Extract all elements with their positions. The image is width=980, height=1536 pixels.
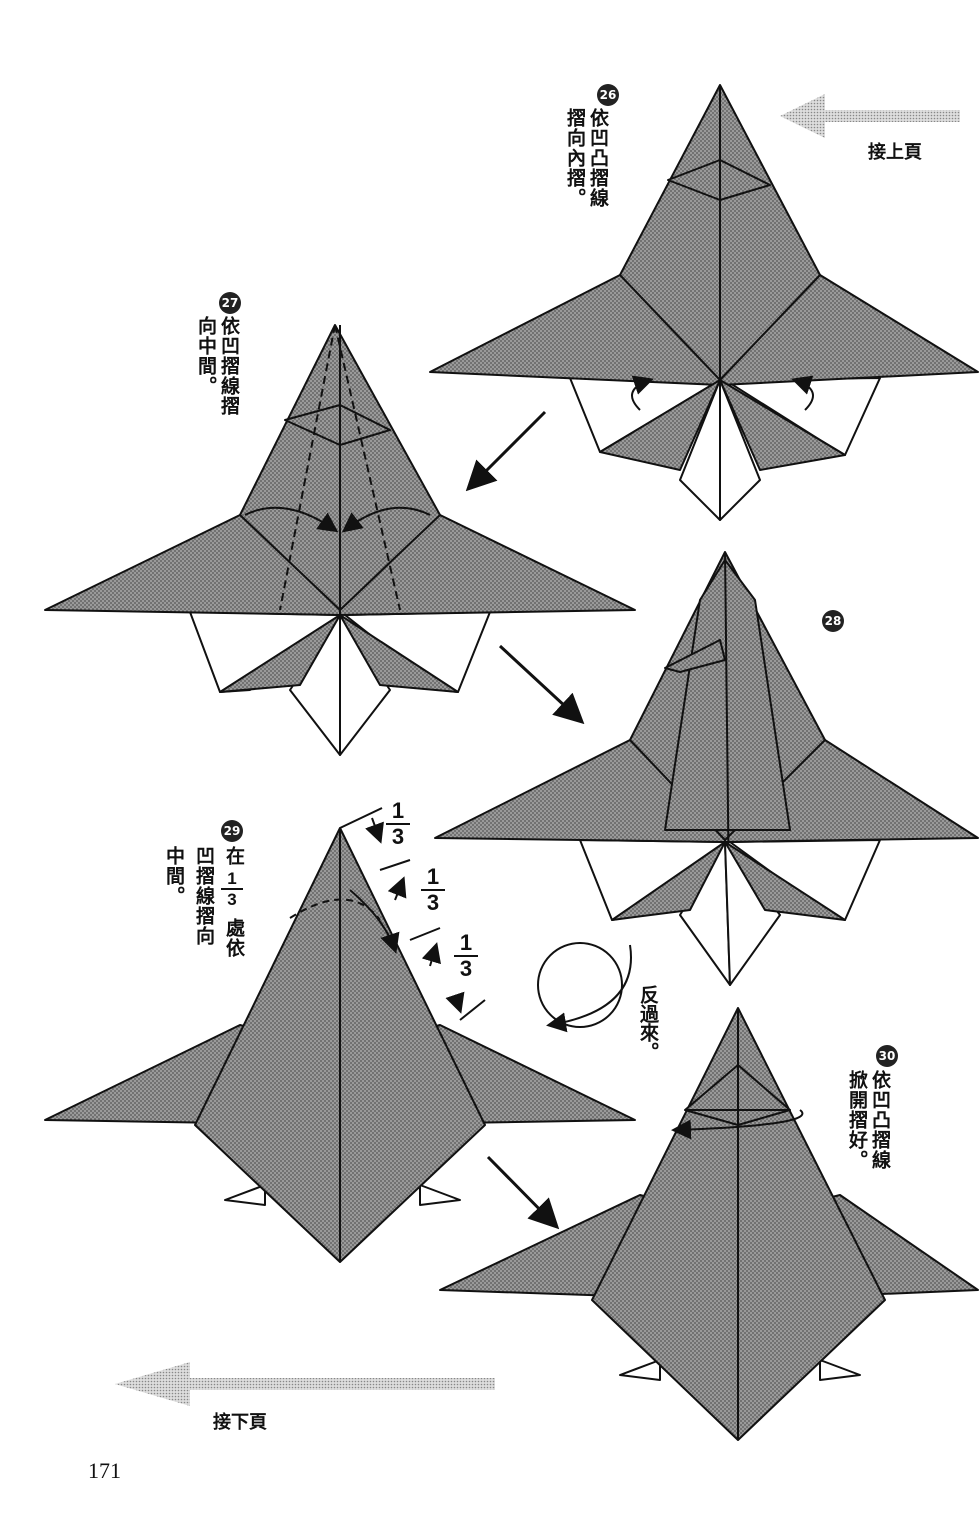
flip-arrow: [537, 942, 632, 1033]
page-number: 171: [88, 1458, 121, 1483]
step-27-instruction: 依凹摺線摺 向中間。: [195, 316, 240, 416]
step-30-instruction: 依凹凸摺線 掀開摺好。: [846, 1070, 891, 1170]
step-29-frac-num: 1: [227, 869, 237, 888]
step-26-number: 26: [597, 84, 619, 106]
dim-3-den: 3: [459, 956, 473, 981]
step-29-text-1: 在: [223, 846, 245, 866]
flow-arrow-29-30: [486, 1155, 560, 1230]
step-29-text-2: 凹摺線摺向: [193, 846, 215, 946]
step-29-number: 29: [221, 820, 243, 842]
step-29-frac-den: 3: [227, 890, 237, 909]
step-27-number: 27: [219, 292, 241, 314]
step-28-number: 28: [822, 610, 844, 632]
step-29-text-3: 中間。: [163, 846, 185, 906]
step-28-model: [434, 551, 979, 986]
dim-1-den: 3: [391, 824, 405, 849]
dimension-marks: [339, 807, 486, 1021]
dim-3-num: 1: [459, 930, 473, 955]
arrow-continue-from: [780, 94, 960, 138]
flow-arrow-26-27: [465, 410, 547, 492]
continue-from-label: 接上頁: [868, 142, 922, 163]
step-29-fraction: 1 3: [221, 870, 243, 908]
step-29-model: [44, 827, 636, 1263]
arrow-continue-to: [115, 1362, 495, 1406]
flip-over-label: 反過來。: [637, 985, 659, 1061]
dim-2-den: 3: [426, 890, 440, 915]
dim-2-num: 1: [426, 864, 440, 889]
step-30-model: [439, 1007, 979, 1441]
step-27-model: [44, 324, 636, 756]
continue-to-label: 接下頁: [213, 1412, 267, 1433]
dim-1-num: 1: [391, 798, 405, 823]
step-26-model: [429, 84, 979, 521]
flow-arrow-27-28: [498, 644, 585, 725]
step-30-number: 30: [876, 1045, 898, 1067]
step-26-instruction: 依凹凸摺線 摺向內摺。: [564, 108, 609, 208]
step-29-text-1b: 處依: [223, 918, 245, 958]
